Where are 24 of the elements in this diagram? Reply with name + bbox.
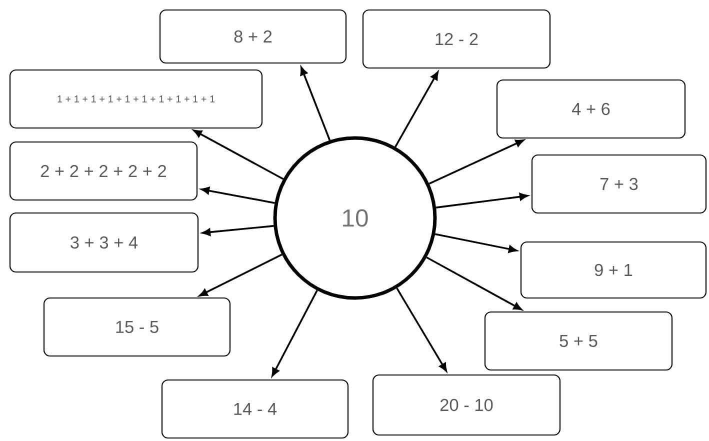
answer-box: 7 + 3	[531, 154, 707, 214]
arrow	[394, 72, 438, 148]
answer-box: 8 + 2	[159, 9, 347, 64]
answer-box: 4 + 6	[496, 79, 686, 139]
answer-box: 3 + 3 + 4	[9, 212, 199, 273]
answer-box: 9 + 1	[520, 241, 707, 299]
arrow	[396, 288, 447, 372]
answer-box: 20 - 10	[372, 374, 561, 436]
answer-box: 12 - 2	[362, 9, 551, 69]
arrow	[300, 66, 331, 141]
arrow	[434, 233, 518, 253]
arrow	[272, 290, 318, 376]
answer-box: 5 + 5	[484, 311, 673, 371]
answer-box: 2 + 2 + 2 + 2 + 2	[9, 141, 198, 201]
arrow	[428, 140, 524, 185]
arrow	[199, 254, 282, 296]
arrow	[193, 130, 284, 180]
answer-box: 1 + 1 + 1 + 1 + 1 + 1 + 1 + 1 + 1 + 1	[9, 69, 263, 129]
arrow	[436, 192, 528, 208]
arrow	[201, 186, 275, 204]
arrow	[426, 256, 522, 310]
answer-box: 14 - 4	[161, 379, 349, 439]
answer-box: 15 - 5	[43, 297, 231, 357]
arrow	[202, 225, 274, 236]
